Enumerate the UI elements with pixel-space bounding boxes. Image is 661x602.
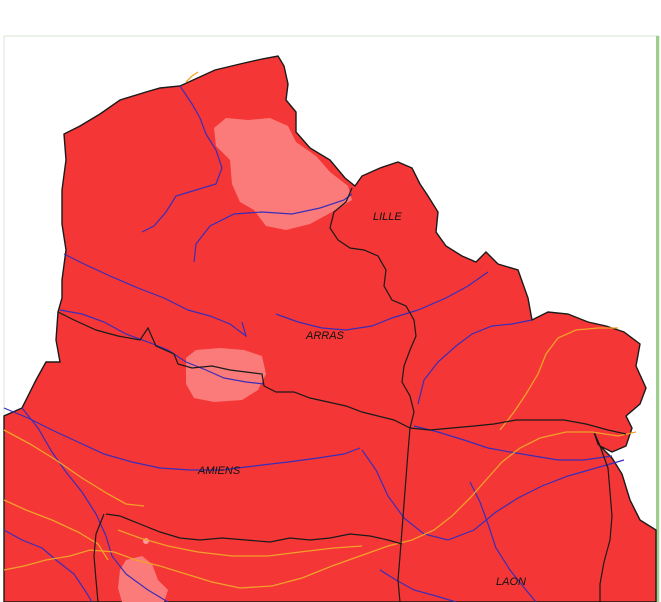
low-intensity-zone-central — [186, 348, 266, 402]
city-label-amiens: AMIENS — [197, 465, 241, 477]
rivers — [3, 85, 625, 602]
department-borders — [57, 187, 627, 602]
low-intensity-zone-north — [214, 118, 352, 230]
city-label-laon: LAON — [496, 576, 526, 588]
city-label-arras: ARRAS — [305, 330, 345, 342]
city-label-lille: LILLE — [373, 211, 402, 223]
map-right-edge — [656, 36, 659, 602]
low-intensity-zone-south — [118, 556, 168, 602]
roads — [3, 71, 637, 589]
